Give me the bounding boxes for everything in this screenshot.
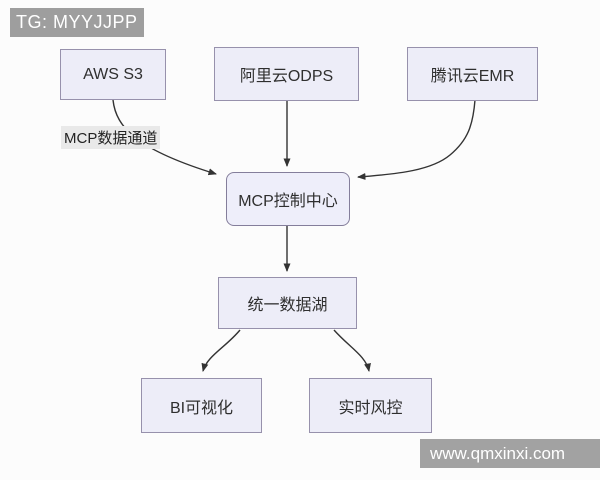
watermark-telegram-badge: TG: MYYJJPP: [10, 8, 144, 37]
node-mcp-control-center: MCP控制中心: [226, 172, 350, 226]
node-aliyun-odps: 阿里云ODPS: [214, 47, 359, 101]
edge-emr-to-mcp: [357, 99, 476, 180]
node-realtime-risk-control-label: 实时风控: [338, 399, 403, 417]
node-realtime-risk-control: 实时风控: [309, 378, 432, 433]
edge-lake-to-bi: [201, 329, 241, 372]
watermark-website-label: www.qmxinxi.com: [430, 443, 566, 463]
node-tencent-emr: 腾讯云EMR: [407, 47, 538, 101]
node-aliyun-odps-label: 阿里云ODPS: [239, 68, 334, 85]
edge-lake-to-risk: [333, 329, 371, 372]
node-aws-s3: AWS S3: [60, 49, 166, 100]
node-bi-visualization-label: BI可视化: [169, 399, 234, 417]
watermark-website-badge: www.qmxinxi.com: [420, 439, 600, 468]
node-bi-visualization: BI可视化: [141, 378, 262, 433]
node-aws-s3-label: AWS S3: [83, 65, 143, 83]
node-mcp-control-center-label: MCP控制中心: [238, 193, 338, 210]
node-tencent-emr-label: 腾讯云EMR: [430, 68, 515, 85]
node-unified-data-lake-label: 统一数据湖: [247, 297, 328, 314]
edge-label-mcp-data-channel: MCP数据通道: [61, 126, 161, 149]
watermark-telegram-label: TG: MYYJJPP: [16, 12, 138, 32]
node-unified-data-lake: 统一数据湖: [218, 277, 357, 329]
